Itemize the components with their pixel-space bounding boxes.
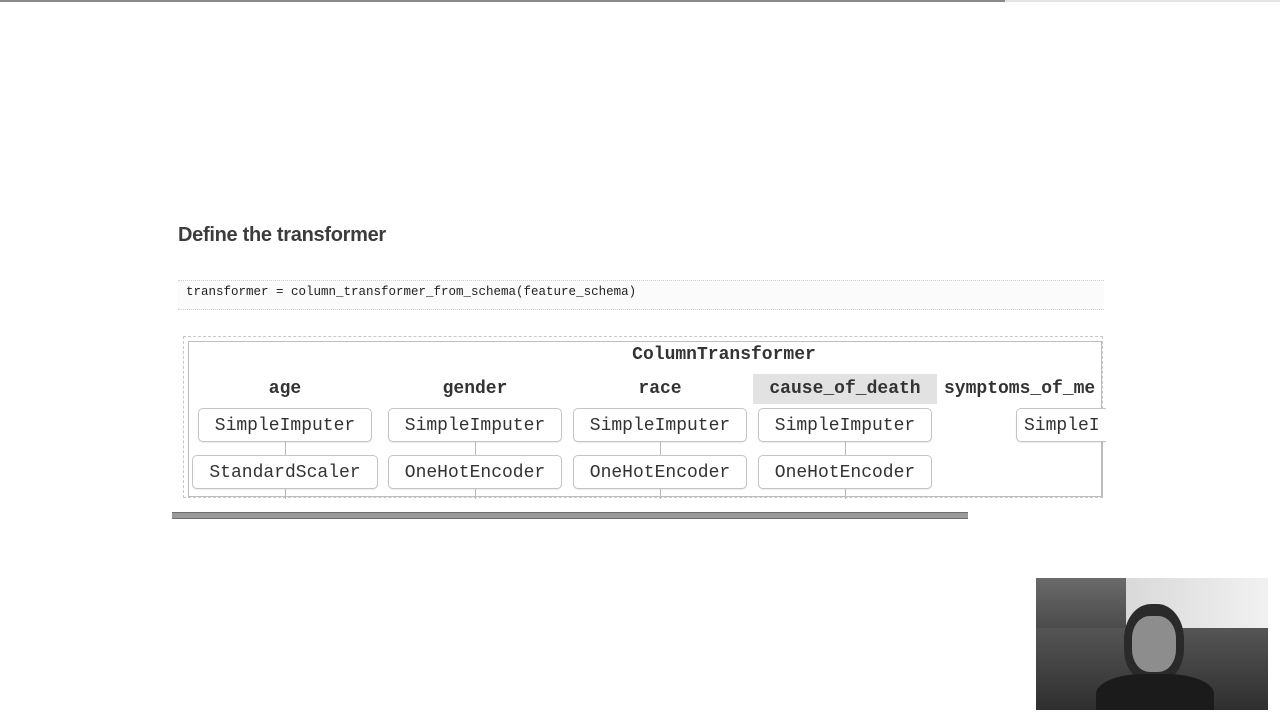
column-name[interactable]: symptoms_of_me [944, 379, 1096, 399]
connector-line [845, 441, 846, 455]
connector-line [285, 489, 286, 499]
webcam-presenter-body [1096, 674, 1214, 710]
slide-progress-fill [0, 0, 1005, 2]
code-cell[interactable]: transformer = column_transformer_from_sc… [178, 280, 1104, 310]
column-transformer-diagram[interactable]: ColumnTransformer age SimpleImputer Stan… [183, 336, 1106, 502]
presenter-video-icon [1036, 578, 1268, 710]
pipeline-step[interactable]: OneHotEncoder [388, 455, 562, 489]
pipeline-step[interactable]: OneHotEncoder [758, 455, 932, 489]
pipeline-step[interactable]: SimpleImputer [198, 408, 372, 442]
pipeline-step[interactable]: StandardScaler [192, 455, 378, 489]
column-name[interactable]: gender [442, 379, 508, 399]
connector-line [475, 441, 476, 455]
connector-line [845, 489, 846, 499]
slide-progress-track [0, 0, 1280, 2]
column-transformer-title[interactable]: ColumnTransformer [632, 345, 816, 365]
connector-line [660, 489, 661, 499]
connector-line [1102, 441, 1103, 497]
webcam-presenter-face [1132, 616, 1176, 672]
pipeline-step[interactable]: SimpleImputer [388, 408, 562, 442]
connector-line [285, 441, 286, 455]
pipeline-step[interactable]: OneHotEncoder [573, 455, 747, 489]
connector-line [660, 441, 661, 455]
column-name[interactable]: age [268, 379, 302, 399]
diagram-outer-border: ColumnTransformer age SimpleImputer Stan… [183, 336, 1106, 499]
column-name[interactable]: race [638, 379, 682, 399]
section-title: Define the transformer [178, 224, 386, 246]
column-name-highlighted[interactable]: cause_of_death [753, 374, 937, 404]
pipeline-step[interactable]: SimpleImputer [573, 408, 747, 442]
connector-line [475, 489, 476, 499]
code-line: transformer = column_transformer_from_sc… [186, 285, 637, 299]
horizontal-scrollbar[interactable] [172, 512, 968, 519]
pipeline-step[interactable]: SimpleI [1016, 408, 1106, 442]
pipeline-step[interactable]: SimpleImputer [758, 408, 932, 442]
